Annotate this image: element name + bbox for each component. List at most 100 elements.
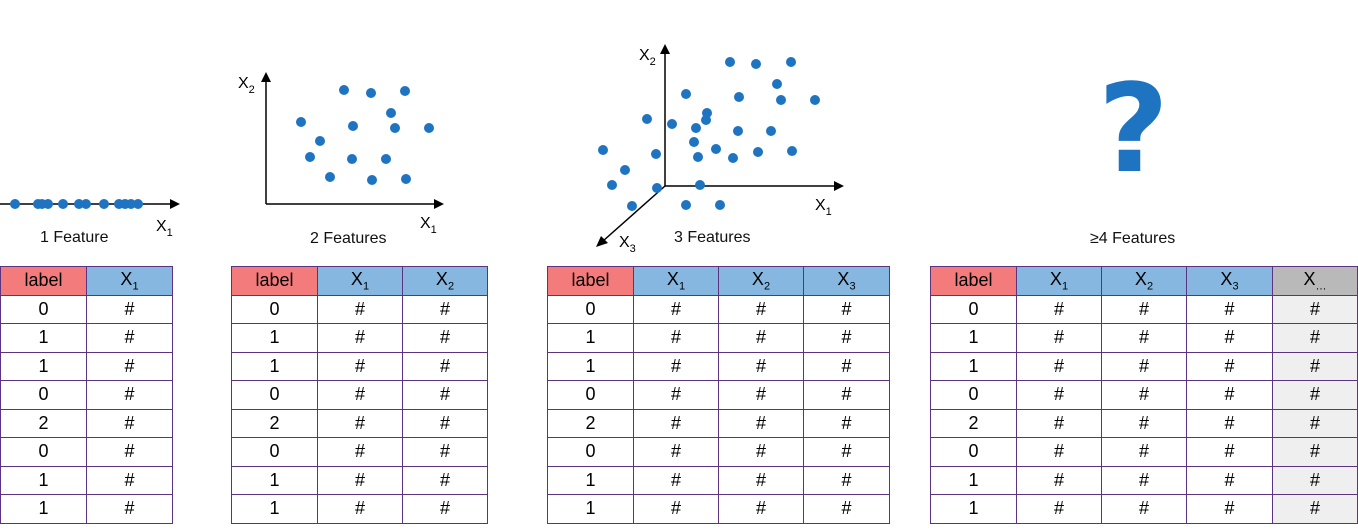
feature-cell: #: [633, 437, 719, 467]
data-point: [598, 145, 608, 155]
feature-cell: #: [1186, 351, 1273, 381]
data-point: [607, 180, 617, 190]
feature-cell: #: [86, 380, 173, 410]
label-cell: 0: [930, 380, 1017, 410]
axis-y-subscript: 2: [249, 84, 255, 96]
label-cell: 1: [930, 351, 1017, 381]
header-feature-2: X2: [718, 266, 804, 296]
axis-y-label: X2: [238, 75, 255, 96]
feature-cell: #: [718, 351, 804, 381]
axis-x-label: X1: [156, 218, 173, 239]
table-row: 1####: [930, 323, 1358, 353]
label-cell: 1: [231, 351, 318, 381]
header-subscript: 1: [362, 280, 370, 293]
feature-cell: #: [1016, 294, 1102, 324]
panel-2-caption: 2 Features: [310, 230, 387, 247]
data-point: [715, 200, 725, 210]
header-feature-2: X2: [1101, 266, 1187, 296]
data-point: [701, 115, 711, 125]
feature-cell: #: [718, 437, 804, 467]
label-cell: 0: [547, 294, 634, 324]
table-row: 1###: [547, 494, 890, 524]
panel-3d-plot: X2 X1 X3: [596, 44, 844, 255]
table-row: 2###: [547, 408, 890, 438]
label-cell: 0: [930, 294, 1017, 324]
feature-cell: #: [633, 465, 719, 495]
axis-y-arrowhead: [261, 72, 271, 82]
points-1d: [10, 199, 143, 209]
feature-cell: #: [1186, 294, 1273, 324]
data-point: [681, 89, 691, 99]
feature-cell: #: [1272, 294, 1358, 324]
feature-cell: #: [1272, 465, 1358, 495]
data-point: [366, 88, 376, 98]
feature-cell: #: [86, 351, 173, 381]
feature-cell: #: [633, 294, 719, 324]
header-text: X: [751, 268, 764, 289]
axis-x-arrowhead: [434, 199, 444, 209]
feature-cell: #: [1186, 494, 1273, 524]
header-text: label: [24, 270, 63, 291]
header-feature-2: X2: [402, 266, 488, 296]
feature-cell: #: [1272, 351, 1358, 381]
table-row: 1####: [930, 494, 1358, 524]
feature-cell: #: [803, 494, 890, 524]
label-cell: 2: [0, 408, 87, 438]
header-label: label: [547, 266, 634, 296]
table-row: 1##: [231, 465, 488, 495]
feature-cell: #: [803, 437, 890, 467]
header-text: X: [837, 268, 850, 289]
table-row: 0####: [930, 437, 1358, 467]
label-cell: 1: [231, 323, 318, 353]
header-feature-3: X3: [1186, 266, 1273, 296]
table-row: 0###: [547, 380, 890, 410]
label-cell: 1: [547, 351, 634, 381]
data-point: [400, 86, 410, 96]
label-cell: 1: [930, 494, 1017, 524]
feature-cell: #: [317, 494, 403, 524]
header-text: label: [571, 270, 610, 291]
data-point: [691, 123, 701, 133]
table-row: 1##: [231, 323, 488, 353]
panel-1-caption: 1 Feature: [40, 229, 109, 246]
header-subscript: 3: [1232, 280, 1239, 293]
feature-cell: #: [1272, 408, 1358, 438]
feature-cell: #: [1016, 437, 1102, 467]
data-point: [390, 123, 400, 133]
data-point: [695, 180, 705, 190]
label-cell: 1: [547, 323, 634, 353]
feature-cell: #: [317, 323, 403, 353]
data-point: [339, 85, 349, 95]
feature-cell: #: [803, 465, 890, 495]
feature-cell: #: [803, 323, 890, 353]
label-cell: 0: [231, 294, 318, 324]
header-feature-1: X1: [1016, 266, 1102, 296]
data-point: [296, 117, 306, 127]
data-point: [58, 199, 68, 209]
label-cell: 1: [0, 465, 87, 495]
data-point: [725, 57, 735, 67]
feature-cell: #: [1016, 465, 1102, 495]
table-row: 1##: [231, 351, 488, 381]
feature-cell: #: [1186, 323, 1273, 353]
data-point: [620, 165, 630, 175]
data-point: [386, 108, 396, 118]
data-point: [776, 95, 786, 105]
label-cell: 2: [930, 408, 1017, 438]
header-text: X: [1049, 268, 1062, 289]
header-text: label: [954, 270, 993, 291]
table-row: 0###: [547, 294, 890, 324]
data-point: [401, 174, 411, 184]
feature-cell: #: [633, 351, 719, 381]
table-row: 1#: [0, 351, 173, 381]
header-text: label: [255, 270, 294, 291]
data-point: [652, 183, 662, 193]
data-point: [315, 136, 325, 146]
feature-cell: #: [1101, 323, 1187, 353]
data-point: [133, 199, 143, 209]
axis-x-subscript: 1: [431, 224, 437, 236]
feature-cell: #: [1272, 323, 1358, 353]
table-row: 0#: [0, 294, 173, 324]
